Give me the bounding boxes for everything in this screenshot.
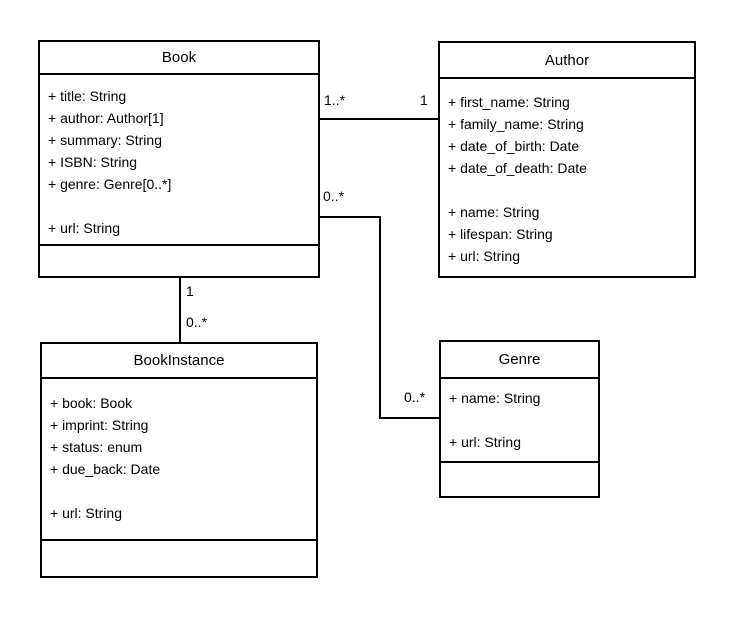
class-attributes-genre: + name: String + url: String [441,379,598,461]
class-box-genre: Genre + name: String + url: String [439,340,600,498]
attribute: + lifespan: String [448,226,553,242]
attribute: + url: String [448,248,520,264]
attribute: + title: String [48,88,127,104]
class-title-author: Author [440,43,694,79]
multiplicity-book-author-book-end: 1..* [324,92,346,108]
class-title-book: Book [40,42,318,75]
attribute: + genre: Genre[0..*] [48,176,172,192]
attribute: + due_back: Date [50,461,161,477]
attribute: + ISBN: String [48,154,138,170]
attribute-spacer [449,409,590,431]
class-methods-empty-genre [441,461,598,496]
attribute: + status: enum [50,439,143,455]
class-attributes-author: + first_name: String + family_name: Stri… [440,79,694,276]
attribute: + summary: String [48,132,162,148]
multiplicity-book-bookinstance-bookinstance-end: 0..* [186,314,208,330]
attribute: + url: String [48,220,120,236]
class-methods-empty-bookinstance [42,539,316,576]
class-attributes-book: + title: String + author: Author[1] + su… [40,75,318,244]
class-attributes-bookinstance: + book: Book + imprint: String + status:… [42,379,316,539]
class-box-book: Book + title: String + author: Author[1]… [38,40,320,278]
class-title-genre: Genre [441,342,598,379]
attribute: + name: String [448,204,540,220]
attribute: + author: Author[1] [48,110,164,126]
attribute: + url: String [50,505,122,521]
attribute-spacer [50,480,308,502]
attribute: + family_name: String [448,116,584,132]
multiplicity-book-genre-genre-end: 0..* [404,389,426,405]
attribute: + url: String [449,434,521,450]
attribute: + date_of_birth: Date [448,138,580,154]
attribute-spacer [48,195,310,217]
attribute-spacer [448,179,686,201]
connector-book-genre [320,216,439,419]
attribute: + first_name: String [448,94,570,110]
multiplicity-book-author-author-end: 1 [420,92,428,108]
attribute: + book: Book [50,395,133,411]
attribute: + name: String [449,390,541,406]
attribute: + imprint: String [50,417,149,433]
class-methods-empty-book [40,244,318,276]
attribute: + date_of_death: Date [448,160,587,176]
class-box-author: Author + first_name: String + family_nam… [438,41,696,278]
multiplicity-book-bookinstance-book-end: 1 [186,283,194,299]
multiplicity-book-genre-book-end: 0..* [323,188,345,204]
class-box-bookinstance: BookInstance + book: Book + imprint: Str… [40,342,318,578]
class-title-bookinstance: BookInstance [42,344,316,379]
